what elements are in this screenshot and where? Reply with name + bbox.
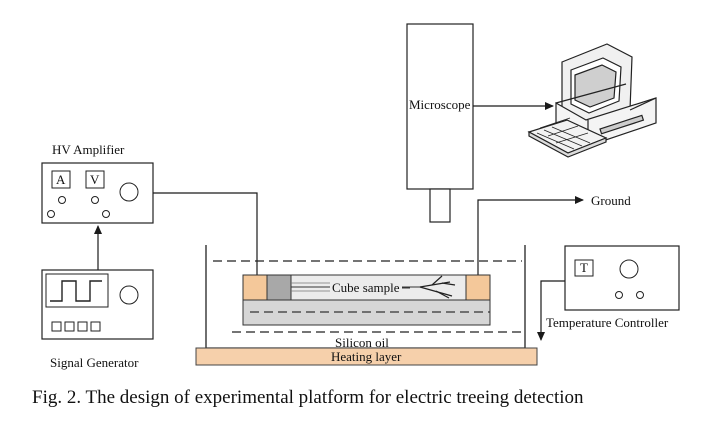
microscope-label: Microscope [409, 97, 471, 112]
cube-sample-label: Cube sample [332, 280, 400, 295]
hv-amplifier-label: HV Amplifier [52, 142, 125, 157]
ground-label: Ground [591, 193, 631, 208]
hv-amplifier [41, 162, 154, 224]
silicon-oil-label: Silicon oil [335, 335, 389, 350]
figure-caption: Fig. 2. The design of experimental platf… [32, 387, 584, 408]
right-electrode [465, 274, 491, 301]
left-electrode [242, 274, 268, 301]
signal-generator [41, 269, 154, 340]
temperature-wire [537, 280, 565, 341]
hv-wire [153, 192, 258, 275]
heating-layer-label: Heating layer [331, 349, 402, 364]
amplifier-a-indicator: A [56, 172, 66, 187]
temperature-controller-label: Temperature Controller [546, 315, 669, 330]
signal-generator-label: Signal Generator [50, 355, 139, 370]
cube-sample-label-bg [330, 280, 402, 294]
heating-layer [195, 347, 538, 366]
amplifier-v-indicator: V [90, 172, 100, 187]
temperature-controller [564, 245, 680, 311]
electric-tree-icon [419, 275, 456, 299]
temperature-t-indicator: T [580, 260, 588, 275]
ground-wire [477, 196, 584, 275]
microscope [406, 23, 474, 223]
needle-holder [266, 274, 292, 301]
computer-icon [527, 43, 657, 158]
